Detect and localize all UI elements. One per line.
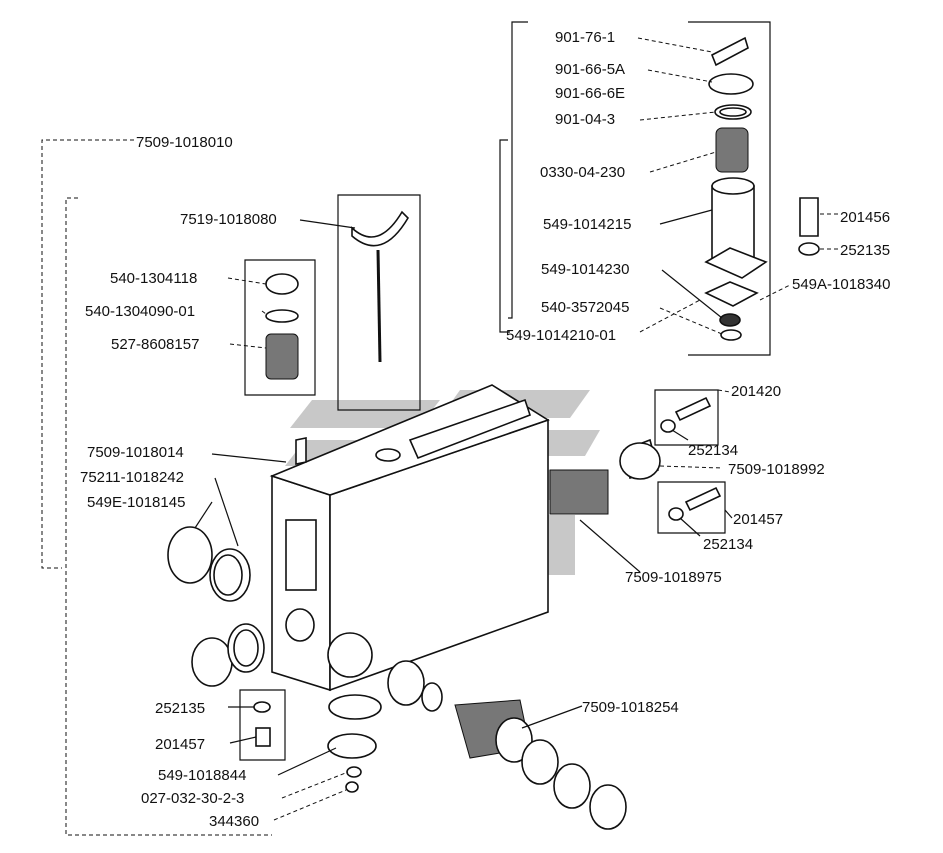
label-7509-1018010: 7509-1018010 — [136, 134, 233, 151]
label-527-8608157: 527-8608157 — [111, 336, 199, 353]
label-7509-1018014: 7509-1018014 — [87, 444, 184, 461]
assembly-brackets — [41, 21, 771, 836]
label-540-1304090-01: 540-1304090-01 — [85, 303, 195, 320]
dipstick-box — [337, 194, 421, 411]
label-549a-1018340: 549A-1018340 — [792, 276, 890, 293]
label-201456: 201456 — [840, 209, 890, 226]
label-252135-top: 252135 — [840, 242, 890, 259]
label-7509-1018975: 7509-1018975 — [625, 569, 722, 586]
label-252134-b: 252134 — [703, 536, 753, 553]
label-549-1014230: 549-1014230 — [541, 261, 629, 278]
label-549e-1018145: 549E-1018145 — [87, 494, 185, 511]
label-901-76-1: 901-76-1 — [555, 29, 615, 46]
label-75211-1018242: 75211-1018242 — [80, 469, 184, 486]
label-0330-04-230: 0330-04-230 — [540, 164, 625, 181]
label-901-66-5a: 901-66-5A — [555, 61, 625, 78]
label-201420: 201420 — [731, 383, 781, 400]
filler-neck-parts — [704, 36, 820, 341]
label-540-3572045: 540-3572045 — [541, 299, 629, 316]
side-gaskets — [167, 526, 265, 687]
label-7509-1018992: 7509-1018992 — [728, 461, 825, 478]
label-027-032-30-2-3: 027-032-30-2-3 — [141, 790, 244, 807]
fuel-tank — [269, 384, 550, 692]
label-549-1014210-01: 549-1014210-01 — [506, 327, 616, 344]
bottom-parts — [239, 660, 627, 830]
label-549-1014215: 549-1014215 — [543, 216, 631, 233]
label-201457-bottom: 201457 — [155, 736, 205, 753]
label-201457-right: 201457 — [733, 511, 783, 528]
label-252135-bottom: 252135 — [155, 700, 205, 717]
label-252134-a: 252134 — [688, 442, 738, 459]
label-540-1304118: 540-1304118 — [110, 270, 197, 287]
label-549-1018844: 549-1018844 — [158, 767, 246, 784]
right-side-parts — [549, 389, 726, 534]
leader-lines — [194, 37, 840, 821]
part-number-labels: 901-76-1 901-66-5A 901-66-6E 901-04-3 03… — [80, 29, 890, 830]
cap-filter-box — [244, 259, 316, 396]
label-7519-1018080: 7519-1018080 — [180, 211, 277, 228]
label-344360: 344360 — [209, 813, 259, 830]
label-901-04-3: 901-04-3 — [555, 111, 615, 128]
label-901-66-6e: 901-66-6E — [555, 85, 625, 102]
label-7509-1018254: 7509-1018254 — [582, 699, 679, 716]
